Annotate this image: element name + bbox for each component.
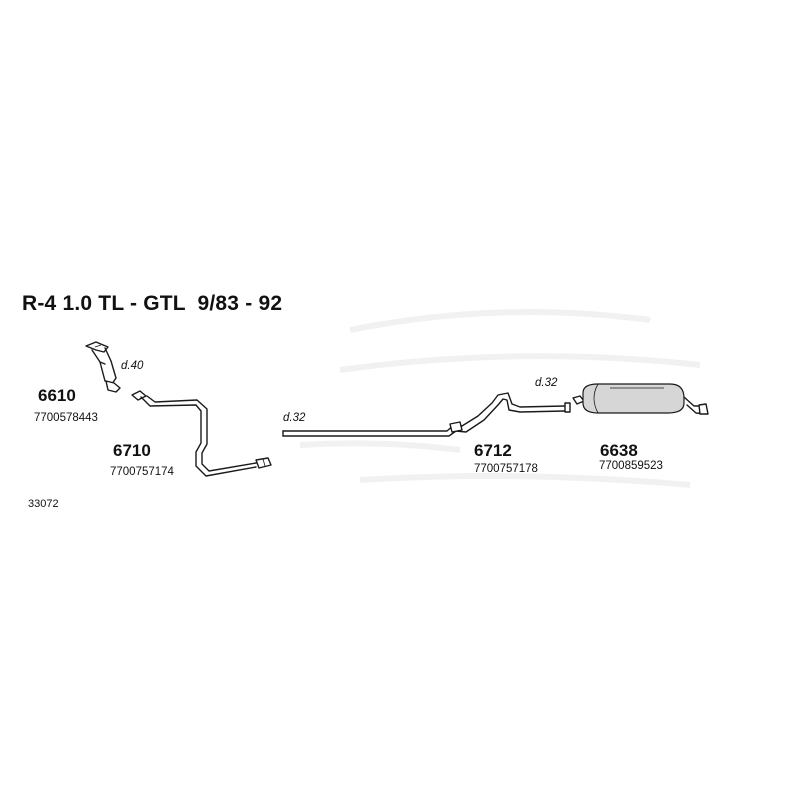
part-reference-6610: 7700578443 [34, 412, 98, 424]
part-number-6610: 6610 [38, 386, 76, 405]
diameter-label-d40: d.40 [121, 360, 144, 372]
part-number-6712: 6712 [474, 441, 512, 460]
part-number-6710: 6710 [113, 441, 151, 460]
part-6710-front-pipe [131, 390, 272, 477]
part-reference-6638: 7700859523 [599, 460, 663, 472]
diagram-code: 33072 [28, 498, 59, 510]
diagram-title: R-4 1.0 TL - GTL 9/83 - 92 [22, 292, 283, 315]
diameter-label-d32-rear: d.32 [535, 377, 558, 389]
part-6610-downpipe [85, 341, 121, 393]
watermark-texture [299, 309, 701, 488]
part-6638-rear-silencer [572, 383, 709, 415]
part-number-6638: 6638 [600, 441, 638, 460]
part-reference-6712: 7700757178 [474, 463, 538, 475]
part-reference-6710: 7700757174 [110, 466, 174, 478]
diameter-label-d32-front: d.32 [283, 412, 306, 424]
part-6712-intermediate-pipe [282, 392, 571, 437]
